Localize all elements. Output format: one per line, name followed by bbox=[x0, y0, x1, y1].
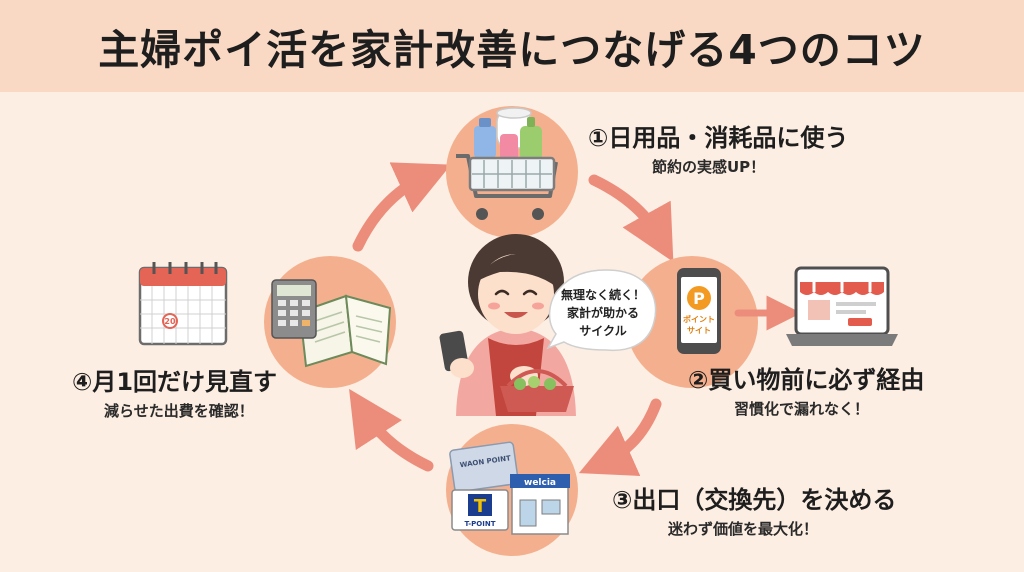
bubble-line-3: サイクル bbox=[579, 324, 627, 338]
phone-label-line2: サイト bbox=[687, 326, 711, 335]
arrow-4-to-1 bbox=[352, 162, 452, 252]
bubble-line-1: 無理なく続く！ bbox=[560, 288, 645, 302]
tpoint-card-label: T-POINT bbox=[465, 520, 496, 528]
step-2-title: ②買い物前に必ず経由 bbox=[688, 366, 925, 394]
step-1-title: ①日用品・消耗品に使う bbox=[588, 124, 849, 152]
arrow-3-to-4 bbox=[349, 388, 434, 472]
step-3-subtitle: 迷わず価値を最大化！ bbox=[668, 520, 819, 538]
smartphone-point-site-icon: P bbox=[677, 268, 721, 354]
woman-with-smartphone-illustration bbox=[439, 234, 576, 416]
step-2-subtitle: 習慣化で漏れなく！ bbox=[734, 400, 870, 418]
store-sign-label: welcia bbox=[524, 478, 556, 488]
laptop-shop-icon bbox=[786, 266, 898, 346]
point-card-store-icon bbox=[449, 441, 570, 535]
arrow-1-to-2 bbox=[588, 174, 674, 263]
tpoint-logo-letter: T bbox=[474, 496, 487, 517]
speech-bubble-text: 無理なく続く！ 家計が助かる サイクル bbox=[556, 286, 650, 340]
step-4-title: ④月1回だけ見直す bbox=[72, 368, 278, 396]
step-1-subtitle: 節約の実感UP！ bbox=[652, 158, 766, 176]
step-4-subtitle: 減らせた出費を確認！ bbox=[104, 402, 254, 420]
calendar-marked-date: 20 bbox=[164, 317, 176, 326]
calendar-icon bbox=[138, 262, 228, 346]
svg-text:P: P bbox=[693, 289, 705, 308]
arrow-2-to-3 bbox=[578, 398, 662, 476]
calculator-notebook-icon bbox=[271, 279, 392, 368]
phone-label-line1: ポイント bbox=[683, 314, 715, 324]
step-3-title: ③出口（交換先）を決める bbox=[612, 486, 897, 514]
header-band: 主婦ポイ活を家計改善につなげる4つのコツ bbox=[0, 0, 1024, 92]
bubble-line-2: 家計が助かる bbox=[566, 306, 639, 320]
shopping-cart-icon bbox=[456, 107, 558, 220]
speech-bubble bbox=[546, 269, 657, 352]
page-title: 主婦ポイ活を家計改善につなげる4つのコツ bbox=[98, 26, 926, 74]
